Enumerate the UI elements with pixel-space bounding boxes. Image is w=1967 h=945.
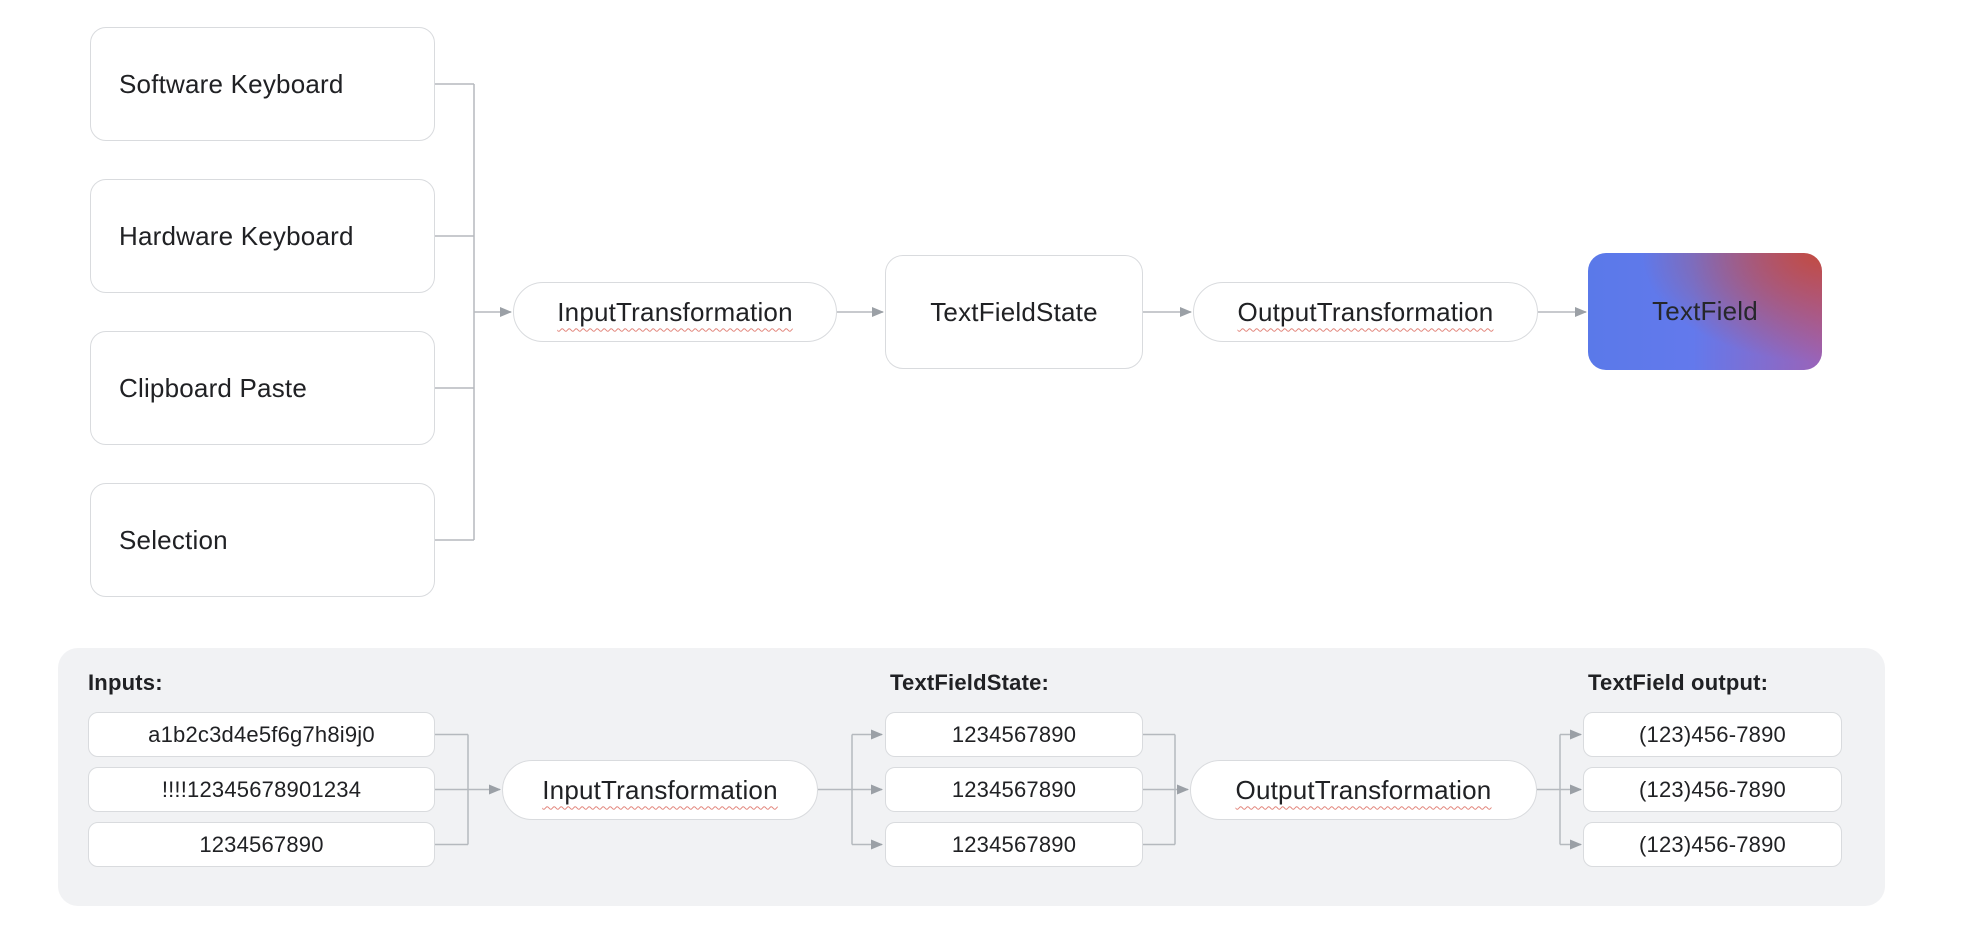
input-value-box-1: a1b2c3d4e5f6g7h8i9j0 <box>88 712 435 757</box>
state-value-box-2: 1234567890 <box>885 767 1143 812</box>
output-transformation-pill: OutputTransformation <box>1193 282 1538 342</box>
example-output-transformation-label: OutputTransformation <box>1235 774 1492 805</box>
example-output-transformation-pill: OutputTransformation <box>1190 760 1537 820</box>
state-value-box-1: 1234567890 <box>885 712 1143 757</box>
output-transformation-label: OutputTransformation <box>1237 296 1494 327</box>
input-value-box-3: 1234567890 <box>88 822 435 867</box>
input-value-box-2: !!!!12345678901234 <box>88 767 435 812</box>
textfield-gradient-box: TextField <box>1588 253 1822 370</box>
textfieldstate-box: TextFieldState <box>885 255 1143 369</box>
example-input-transformation-pill: InputTransformation <box>502 760 818 820</box>
textfieldstate-values-label: TextFieldState: <box>890 670 1050 695</box>
output-value-box-2: (123)456-7890 <box>1583 767 1842 812</box>
input-transformation-pill: InputTransformation <box>513 282 837 342</box>
source-box-clipboard-paste: Clipboard Paste <box>90 331 435 445</box>
textfield-output-label: TextField output: <box>1588 670 1769 695</box>
output-value-box-1: (123)456-7890 <box>1583 712 1842 757</box>
state-value-box-3: 1234567890 <box>885 822 1143 867</box>
inputs-label: Inputs: <box>88 670 163 695</box>
input-transformation-label: InputTransformation <box>557 296 793 327</box>
source-box-selection: Selection <box>90 483 435 597</box>
source-box-hardware-keyboard: Hardware Keyboard <box>90 179 435 293</box>
source-box-software-keyboard: Software Keyboard <box>90 27 435 141</box>
output-value-box-3: (123)456-7890 <box>1583 822 1842 867</box>
example-input-transformation-label: InputTransformation <box>542 774 778 805</box>
